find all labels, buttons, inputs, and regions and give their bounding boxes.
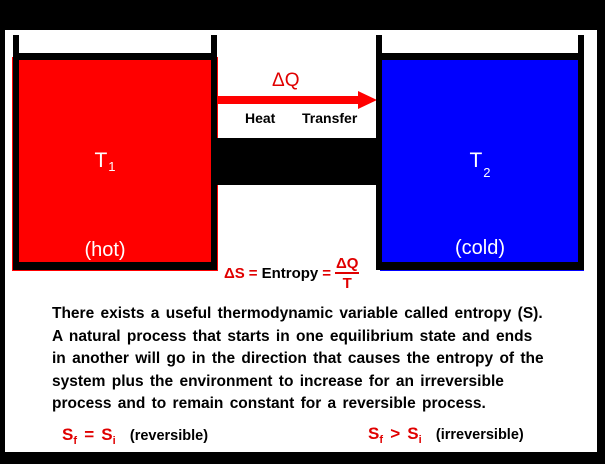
s-final: Sf	[368, 424, 384, 446]
cold-reservoir-fill	[380, 58, 584, 271]
hot-lid	[13, 53, 217, 60]
delta-s: ΔS	[224, 265, 245, 282]
heat-transfer-label: Heat Transfer	[245, 110, 358, 126]
entropy-word: Entropy	[261, 265, 319, 282]
hot-bottom	[15, 262, 217, 270]
heat-delta-q-label: ΔQ	[272, 70, 300, 91]
irreversible-note: (irreversible)	[435, 427, 524, 443]
s-final: Sf	[62, 425, 78, 447]
arrow-head-icon	[358, 91, 377, 109]
description-line: process and to remain constant for a rev…	[52, 395, 486, 412]
fraction-denominator: T	[342, 275, 352, 292]
cold-temperature-label: T2	[460, 149, 500, 179]
hot-temperature-subscript: 1	[108, 159, 116, 174]
cold-temperature-subscript: 2	[483, 165, 491, 180]
hot-temperature-label: T1	[85, 149, 125, 174]
s-initial: Si	[101, 425, 116, 447]
reversible-equation: Sf = Si (reversible)	[62, 425, 209, 447]
equals-sign: =	[322, 265, 331, 282]
cold-right-wall	[578, 35, 584, 270]
hot-temperature-symbol: T	[94, 149, 108, 172]
hot-left-wall	[13, 35, 19, 270]
description-line: There exists a useful thermodynamic vari…	[52, 305, 543, 322]
hot-right-wall	[211, 35, 217, 270]
equals-operator: =	[84, 425, 95, 444]
cold-left-wall	[376, 35, 382, 270]
greater-than-operator: >	[390, 424, 401, 443]
s-initial: Si	[407, 424, 422, 446]
description-line: system plus the environment to increase …	[52, 372, 504, 390]
cold-temperature-symbol: T	[469, 149, 483, 172]
thermal-contact-bar	[217, 138, 377, 185]
hot-state-label: (hot)	[84, 239, 126, 261]
cold-lid	[376, 53, 584, 60]
entropy-formula: ΔS = Entropy = ΔQ T	[224, 255, 360, 292]
equals-sign: =	[248, 265, 258, 282]
description-line: A natural process that starts in one equ…	[52, 327, 533, 345]
cold-state-label: (cold)	[454, 237, 505, 259]
description-paragraph: There exists a useful thermodynamic vari…	[52, 303, 562, 416]
hot-reservoir-fill	[12, 57, 218, 271]
irreversible-equation: Sf > Si (irreversible)	[368, 424, 524, 446]
reversible-note: (reversible)	[129, 428, 209, 444]
description-line: in another will go in the direction that…	[52, 350, 544, 367]
arrow-shaft	[217, 96, 359, 104]
fraction: ΔQ T	[335, 255, 360, 292]
cold-bottom	[378, 262, 584, 270]
fraction-numerator: ΔQ	[335, 255, 360, 274]
